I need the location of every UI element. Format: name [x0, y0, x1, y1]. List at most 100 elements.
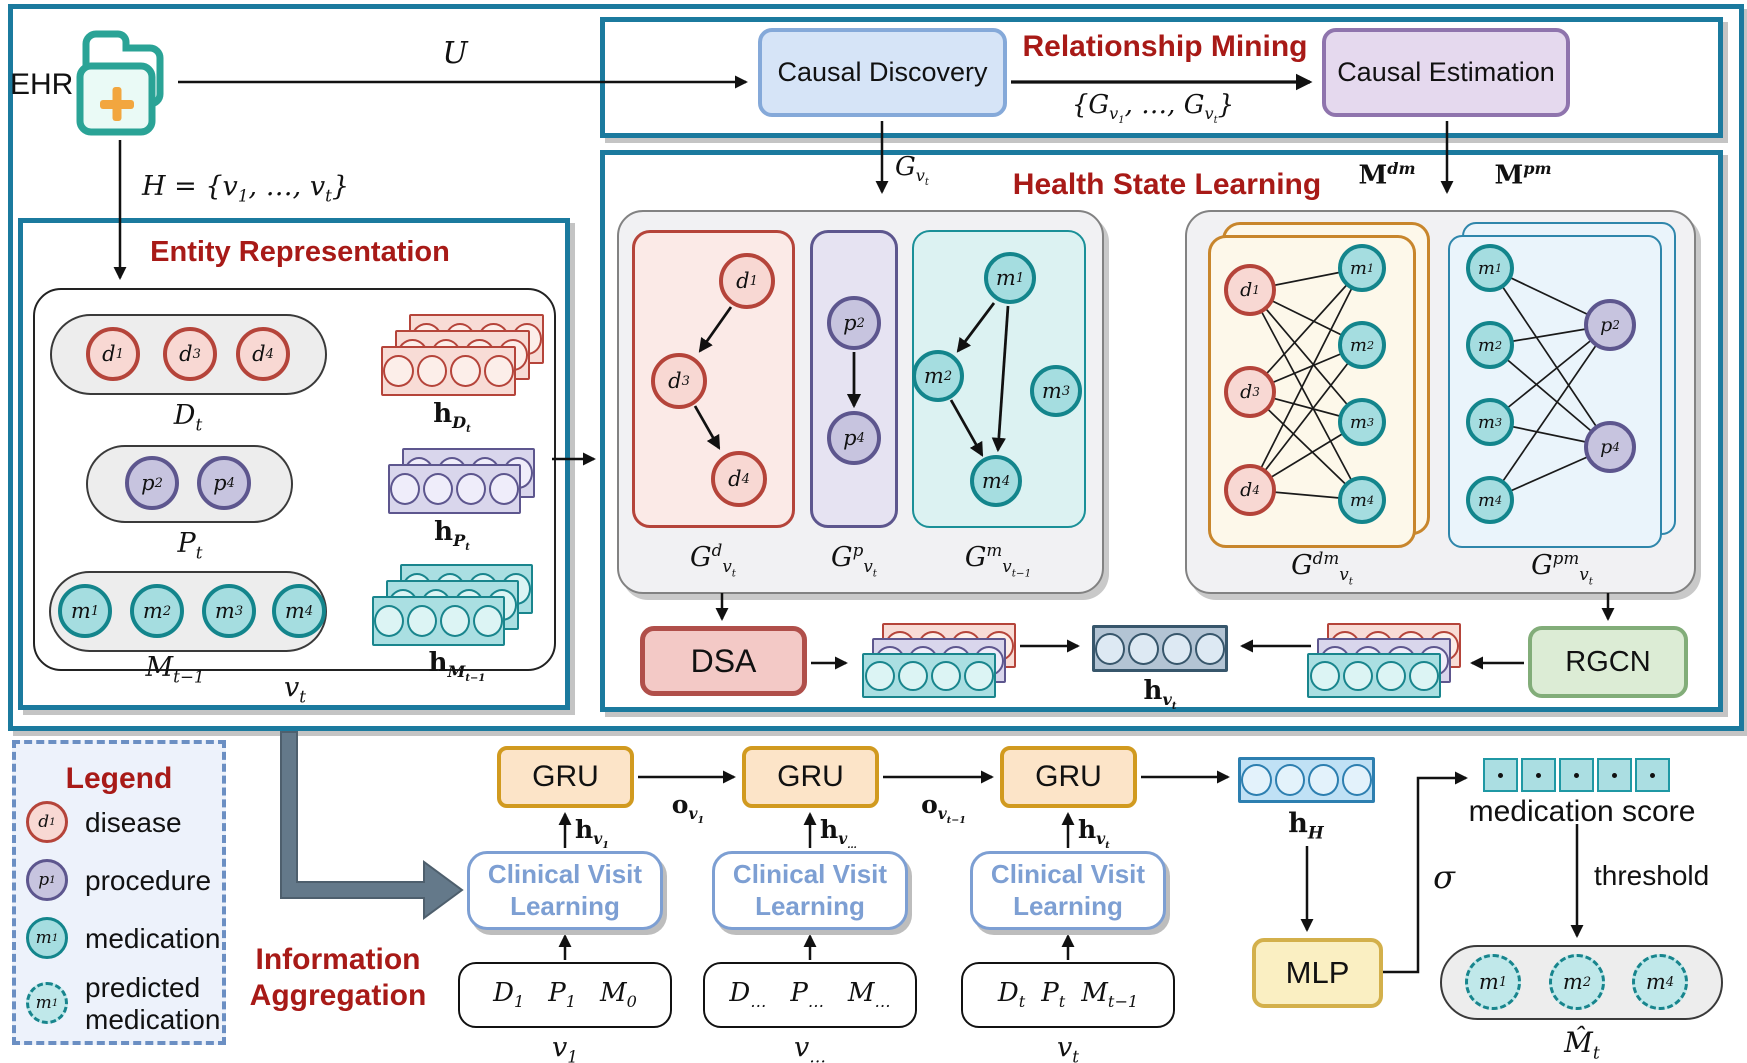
pm-graph-label: Gpmvt	[1531, 548, 1593, 588]
cvl-label-line1: Clinical Visit	[732, 858, 888, 889]
gru-box-1: GRU	[497, 746, 634, 808]
history-set-label: H = {v1, …, vt}	[142, 171, 350, 206]
m-pm-label: Mpm	[1494, 159, 1552, 191]
gru-box-2: GRU	[742, 746, 879, 808]
relationship-mining-title: Relationship Mining	[1022, 30, 1308, 63]
ehr-label: EHR	[10, 68, 74, 101]
visit-t-label: vt	[284, 672, 306, 707]
input-disease-set: Dt	[997, 978, 1026, 1012]
procedure-embedding-label: hPt	[434, 517, 470, 554]
history-vector-label: hH	[1288, 808, 1324, 843]
g-vt-arrow-label: Gvt	[895, 152, 929, 189]
input-medication-set: Mt−1	[1081, 978, 1139, 1012]
legend-predicted-medication-label: predicted medication	[85, 972, 221, 1036]
history-vector	[1238, 757, 1375, 803]
input-medication-set: M…	[847, 978, 891, 1012]
medication-score-cell	[1483, 758, 1518, 792]
sigma-label: σ	[1433, 858, 1455, 896]
dsa-box: DSA	[640, 626, 807, 696]
clinical-visit-learning-box-2: Clinical Visit Learning	[712, 851, 908, 930]
cvl-label-line1: Clinical Visit	[487, 858, 643, 889]
information-aggregation-title: Information Aggregation	[238, 942, 438, 1014]
causal-estimation-label: Causal Estimation	[1337, 57, 1555, 87]
o-v1-label: ov1	[671, 790, 705, 827]
visit-1-label: v1	[552, 1032, 578, 1063]
health-state-learning-frame	[600, 150, 1723, 712]
disease-graph-label: Gdvt	[690, 540, 736, 580]
medication-score-cell	[1597, 758, 1632, 792]
ehr-folder-icon	[76, 30, 164, 136]
medication-set-label: Mt−1	[145, 652, 205, 687]
m-dm-label: Mdm	[1358, 159, 1416, 191]
procedure-graph-label: Gpvt	[831, 540, 877, 580]
cvl-label-line2: Learning	[1013, 890, 1123, 921]
legend-medication-label: medication	[85, 923, 221, 954]
entity-representation-frame	[18, 218, 570, 710]
mlp-label: MLP	[1285, 955, 1350, 990]
procedure-embedding-card	[388, 464, 521, 514]
clinical-visit-learning-box-3: Clinical Visit Learning	[970, 851, 1166, 930]
visit-input-box-2: D… P… M…	[703, 962, 917, 1028]
o-vt1-label: ovt−1	[921, 790, 966, 827]
legend-title: Legend	[65, 762, 173, 795]
relationship-mining-frame	[600, 17, 1723, 138]
input-disease-set: D…	[729, 978, 767, 1012]
gru-box-3: GRU	[1000, 746, 1137, 808]
visit-state-label: hvt	[1143, 676, 1177, 713]
u-arrow-label: U	[442, 36, 468, 71]
input-procedure-set: P1	[548, 978, 576, 1012]
rgcn-box: RGCN	[1528, 626, 1688, 698]
causal-estimation-box: Causal Estimation	[1322, 28, 1570, 117]
medication-score-cell	[1635, 758, 1670, 792]
dm-graph-label: Gdmvt	[1291, 548, 1353, 588]
dsa-label: DSA	[690, 642, 757, 679]
procedure-set-pill	[86, 445, 293, 523]
information-aggregation-arrow	[280, 731, 464, 920]
medication-score-cell	[1559, 758, 1594, 792]
cvl-label-line1: Clinical Visit	[990, 858, 1146, 889]
visit-input-box-1: D1 P1 M0	[458, 962, 672, 1028]
information-aggregation-title-line1: Information	[255, 943, 421, 976]
h-v1-label: hv1	[575, 815, 609, 852]
clinical-visit-learning-box-1: Clinical Visit Learning	[467, 851, 663, 930]
health-state-learning-title: Health State Learning	[1012, 168, 1322, 201]
legend-disease-label: disease	[85, 807, 182, 838]
rgcn-label: RGCN	[1565, 645, 1651, 678]
visit-state-vector	[1092, 625, 1228, 672]
input-disease-set: D1	[493, 978, 525, 1012]
rgcn-output-card	[1307, 653, 1441, 698]
gru-label: GRU	[1035, 760, 1102, 793]
h-vdots-label: hv…	[820, 815, 857, 852]
cvl-label-line2: Learning	[510, 890, 620, 921]
outer-frame	[8, 4, 1744, 731]
information-aggregation-title-line2: Aggregation	[249, 979, 427, 1012]
procedure-set-label: Pt	[177, 528, 203, 563]
legend-procedure-label: procedure	[85, 865, 212, 896]
